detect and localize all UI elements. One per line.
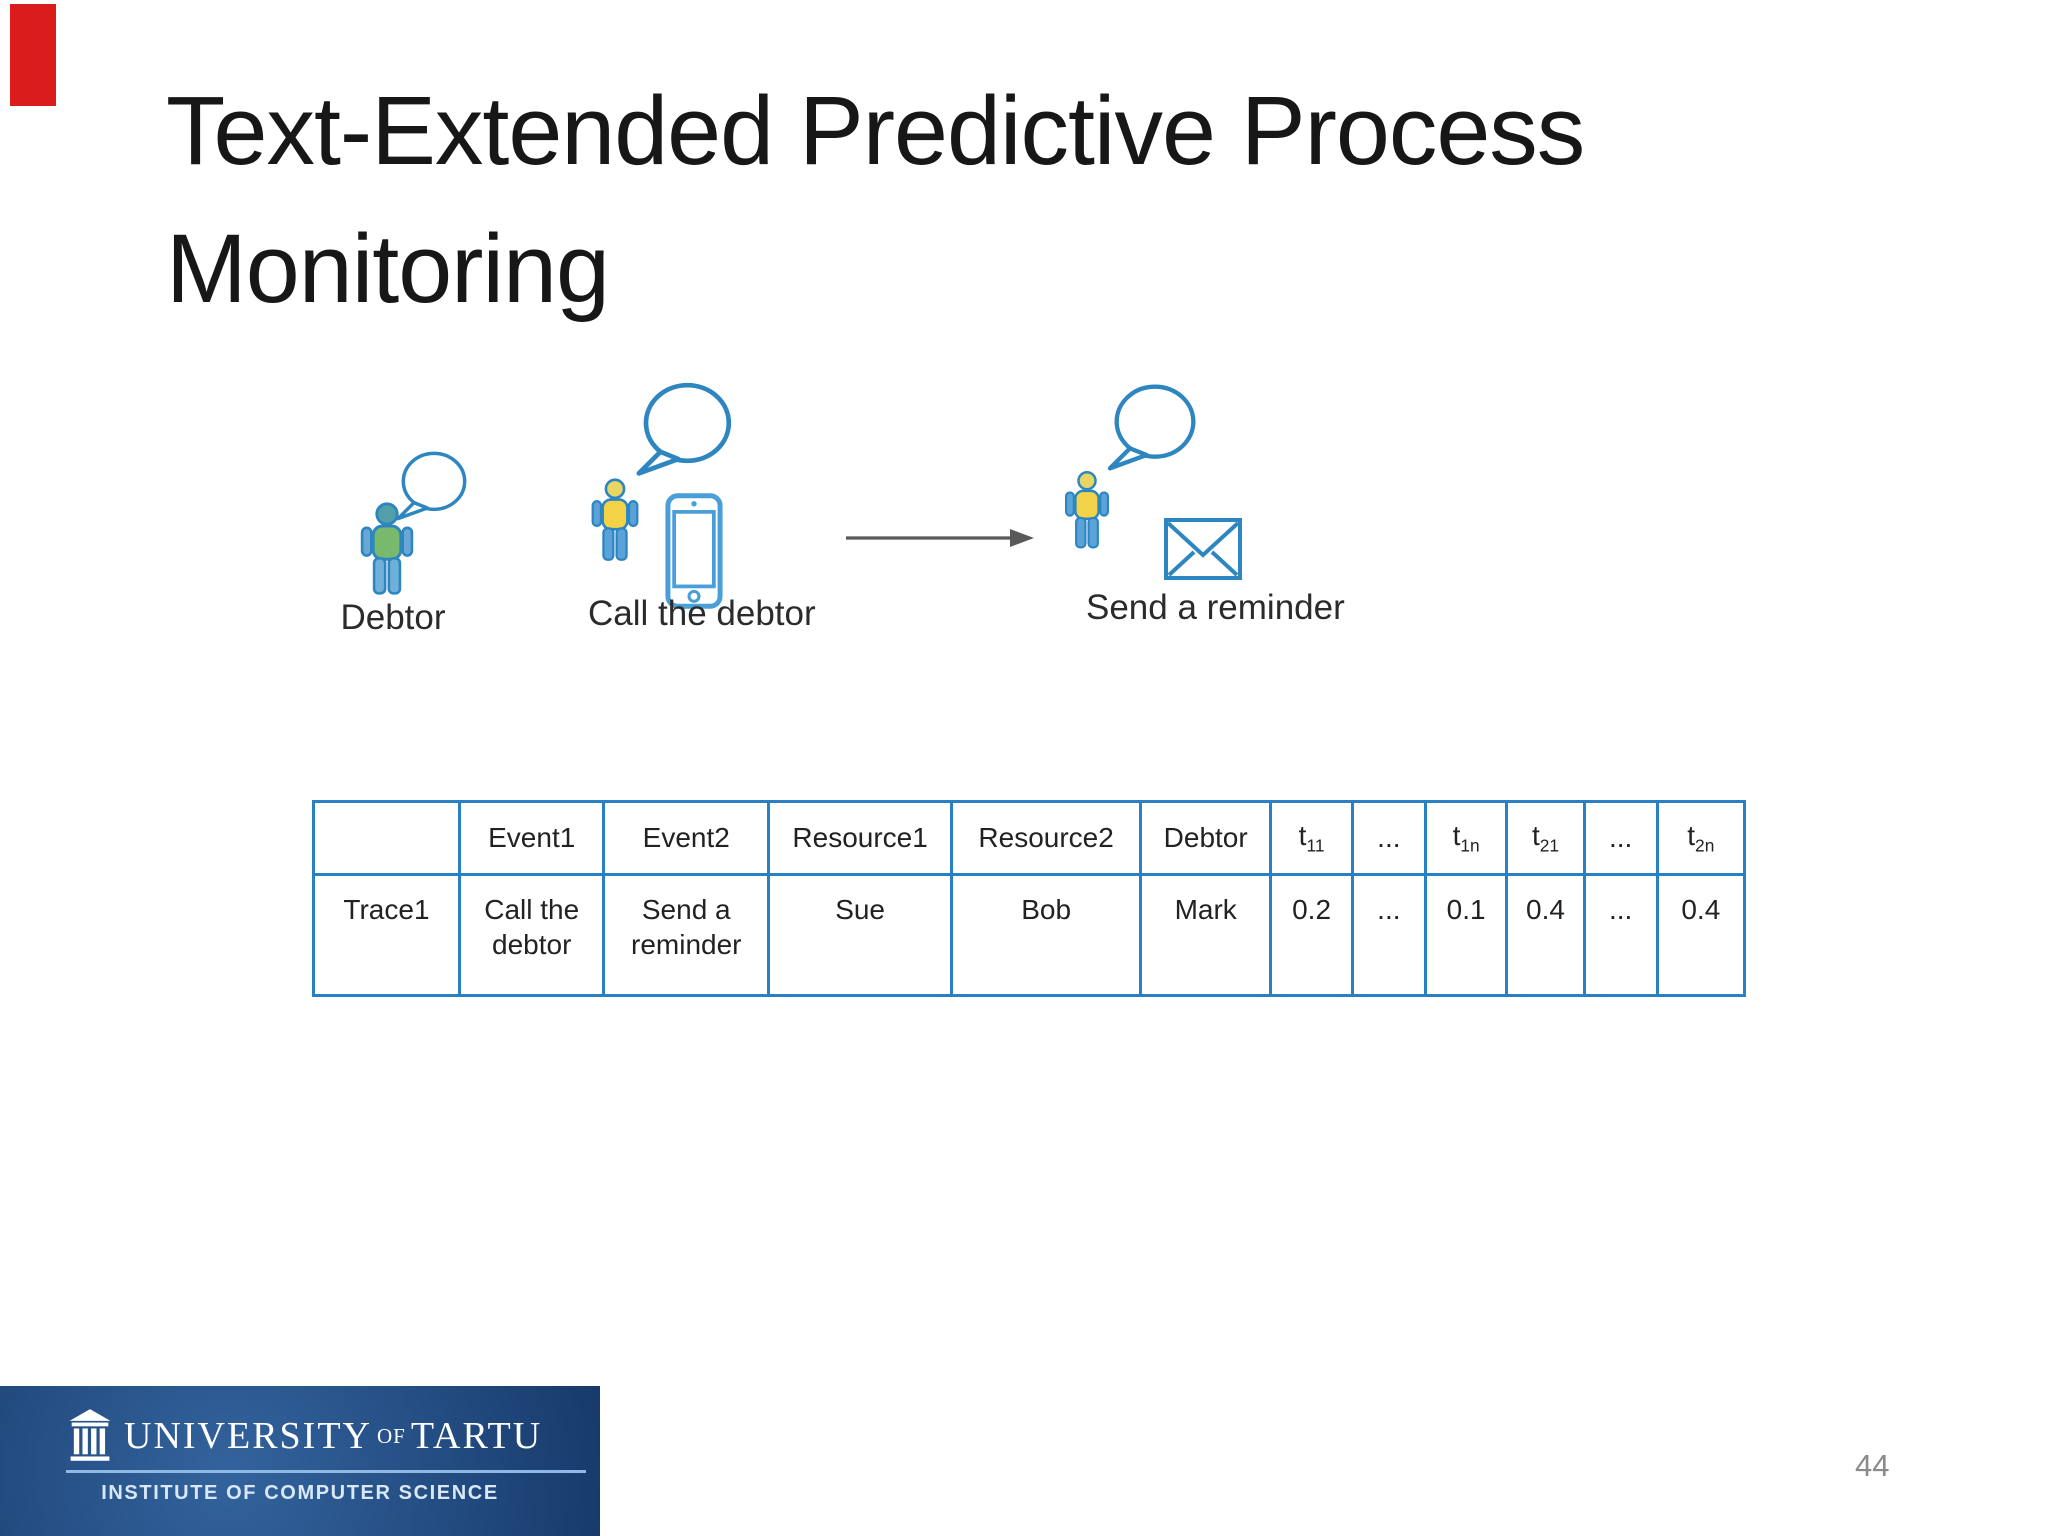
logo-divider-line	[66, 1470, 586, 1473]
speech-bubble-icon	[636, 382, 732, 476]
table-cell: 0.4	[1505, 873, 1586, 997]
university-logo: UNIVERSITY OF TARTU INSTITUTE OF COMPUTE…	[0, 1386, 600, 1536]
speech-bubble-icon	[1107, 384, 1196, 471]
table-header-cell: ...	[1350, 800, 1427, 876]
table-header-cell: Event1	[457, 800, 606, 876]
table-cell: ...	[1350, 873, 1427, 997]
slide-title-line2: Monitoring	[166, 213, 610, 323]
person-icon	[360, 502, 414, 595]
table-cell: 0.2	[1269, 873, 1354, 997]
envelope-icon	[1164, 518, 1242, 580]
table-header-cell: t21	[1505, 800, 1586, 876]
table-header-cell: Event2	[602, 800, 771, 876]
slide-title-line1: Text-Extended Predictive Process	[166, 76, 1585, 185]
table-cell: Sue	[767, 873, 954, 997]
table-cell: Send a reminder	[602, 873, 771, 997]
table-header-cell: t2n	[1655, 800, 1747, 876]
page-number: 44	[1855, 1448, 1890, 1483]
logo-of: OF	[376, 1424, 406, 1448]
logo-text: UNIVERSITY OF TARTU	[124, 1414, 542, 1458]
step-label-send-a-reminder: Send a reminder	[1086, 588, 1345, 627]
table-header-cell: Resource1	[767, 800, 954, 876]
table-cell: 0.1	[1423, 873, 1509, 997]
table-header-cell: Debtor	[1139, 800, 1273, 876]
person-icon	[591, 478, 639, 561]
right-arrow-icon	[846, 529, 1034, 547]
table-cell: Bob	[950, 873, 1143, 997]
table-header-cell: ...	[1582, 800, 1659, 876]
university-building-icon	[69, 1409, 111, 1461]
table-header-cell: t1n	[1423, 800, 1509, 876]
red-corner-marker	[10, 4, 56, 106]
logo-tartu: TARTU	[410, 1415, 543, 1457]
table-cell: Call the debtor	[457, 873, 606, 997]
table-cell: Mark	[1139, 873, 1273, 997]
speech-bubble-icon	[396, 451, 467, 521]
slide-title: Text-Extended Predictive Process Monitor…	[166, 62, 1666, 337]
table-header-cell: t11	[1269, 800, 1354, 876]
table-cell: ...	[1582, 873, 1659, 997]
logo-subtitle: INSTITUTE OF COMPUTER SCIENCE	[101, 1482, 499, 1504]
step-label-call-the-debtor: Call the debtor	[588, 594, 816, 633]
person-icon	[1064, 471, 1110, 549]
logo-university: UNIVERSITY	[124, 1415, 372, 1457]
table-header-cell: Resource2	[950, 800, 1143, 876]
process-diagram: Debtor Call the debtor	[0, 370, 2048, 680]
table-cell: Trace1	[312, 873, 461, 997]
phone-icon	[665, 493, 723, 609]
logo-row: UNIVERSITY OF TARTU	[68, 1408, 542, 1464]
step-label-debtor: Debtor	[340, 598, 446, 637]
table-header-cell	[312, 800, 461, 876]
table-cell: 0.4	[1655, 873, 1747, 997]
